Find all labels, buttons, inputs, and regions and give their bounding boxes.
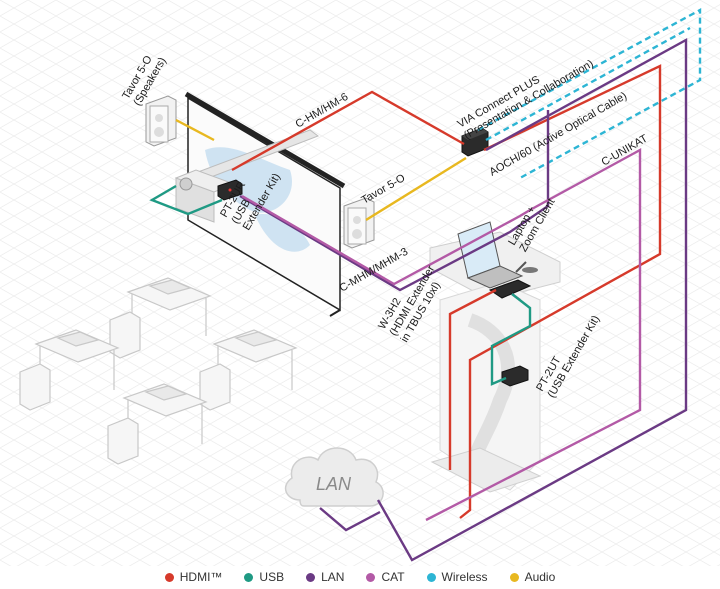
legend-item-wireless: Wireless — [426, 570, 488, 584]
legend-label-wireless: Wireless — [441, 570, 488, 584]
laptop — [457, 221, 524, 289]
hdmi-cable-projector — [231, 90, 465, 172]
legend-item-usb: USB — [244, 570, 284, 584]
microphone — [515, 261, 538, 273]
wireless-cable — [477, 7, 702, 180]
legend-label-audio: Audio — [524, 570, 556, 584]
audio-cable-right — [365, 156, 467, 222]
usb-cable-projector — [149, 184, 223, 216]
lan-cable-projector — [239, 110, 550, 292]
legend-item-lan: LAN — [306, 570, 344, 584]
label-lan-cloud: LAN — [316, 474, 352, 494]
hdmi-cable-aoch — [459, 64, 662, 519]
legend: HDMI™ USB LAN CAT Wireless Audio — [0, 566, 720, 588]
legend-dot-cat — [366, 572, 376, 582]
legend-label-hdmi: HDMI™ — [179, 570, 223, 584]
legend-dot-usb — [244, 572, 254, 582]
projection-screen — [184, 91, 346, 317]
usb-cable-lectern — [490, 293, 532, 386]
legend-dot-hdmi — [164, 572, 174, 582]
lan-cable-cloud — [319, 507, 381, 532]
hdmi-cable-lectern — [448, 288, 497, 470]
legend-label-usb: USB — [259, 570, 285, 584]
lan-cloud — [284, 447, 384, 507]
wireless-cable-2 — [485, 26, 691, 142]
legend-dot-wireless — [426, 572, 436, 582]
cables — [149, 7, 702, 562]
legend-label-cat: CAT — [381, 570, 405, 584]
pt2ur-device — [217, 179, 243, 201]
w3h2-device — [488, 279, 532, 299]
audio-cable-left — [175, 118, 215, 142]
lan-cable-via — [376, 37, 688, 562]
legend-item-audio: Audio — [509, 570, 556, 584]
tavor-speaker-right — [343, 197, 375, 249]
legend-label-lan: LAN — [321, 570, 345, 584]
pt2ut-device — [501, 365, 529, 387]
legend-item-hdmi: HDMI™ — [164, 570, 223, 584]
cat-cable-unikat — [241, 147, 642, 522]
diagram-canvas: Tavor 5-O (Speakers) C-HM/HM-6 VIA Conne… — [0, 0, 720, 566]
legend-dot-lan — [306, 572, 316, 582]
classroom-desks — [19, 277, 298, 465]
legend-dot-audio — [509, 572, 519, 582]
tavor-speaker-left — [145, 95, 177, 147]
legend-item-cat: CAT — [366, 570, 405, 584]
